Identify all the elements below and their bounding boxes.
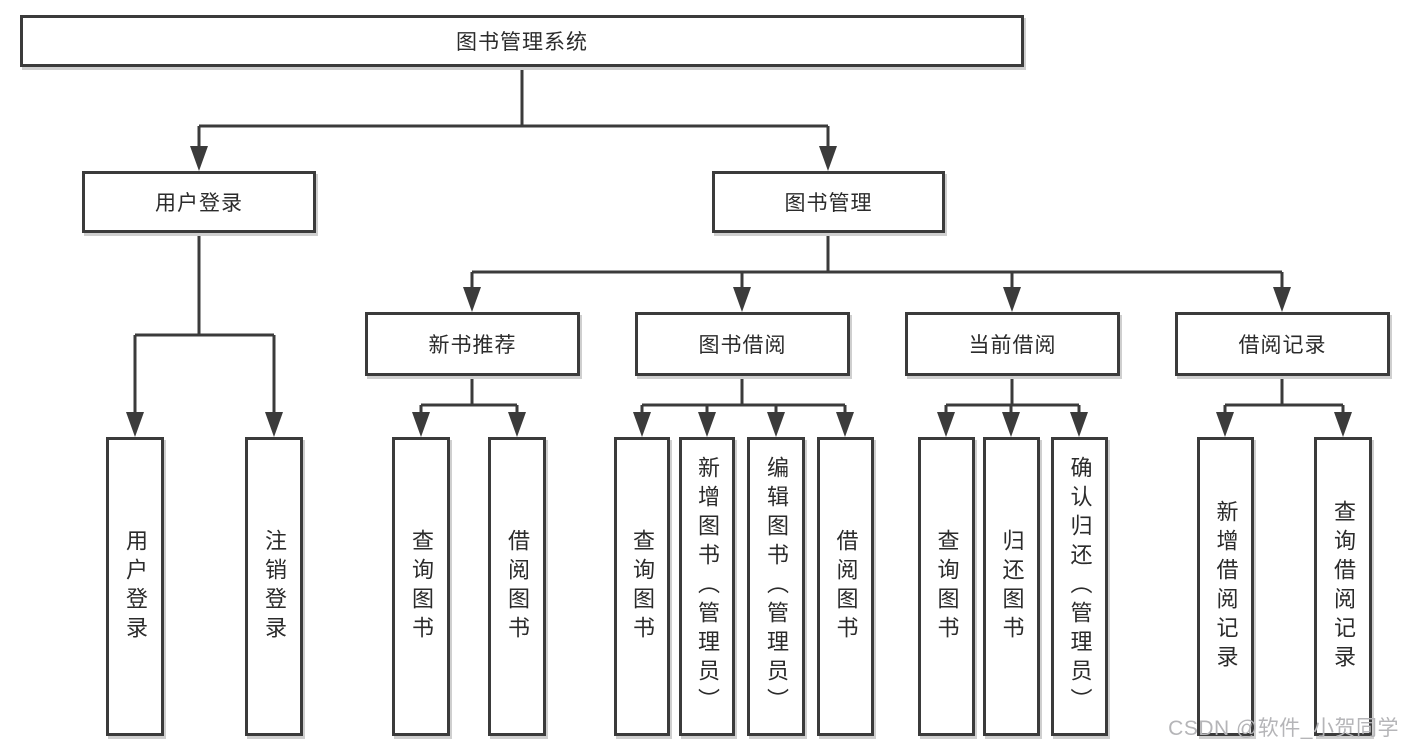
arrowhead-icon bbox=[1216, 412, 1234, 437]
edge-bookmgmt-to-level3 bbox=[470, 233, 1284, 290]
arrowhead-icon bbox=[126, 412, 144, 437]
leaf-query-books: 查询图书 bbox=[614, 437, 670, 736]
edge-borrowrecords-to-leaves bbox=[1223, 376, 1345, 415]
node-new-book-recommend: 新书推荐 bbox=[365, 312, 580, 376]
arrowhead-icon bbox=[412, 412, 430, 437]
leaf-logout: 注销登录 bbox=[245, 437, 303, 736]
node-current-borrowing: 当前借阅 bbox=[905, 312, 1120, 376]
node-root-system: 图书管理系统 bbox=[20, 15, 1024, 67]
node-book-management: 图书管理 bbox=[712, 171, 945, 233]
arrowhead-icon bbox=[733, 287, 751, 312]
node-borrowing-records: 借阅记录 bbox=[1175, 312, 1390, 376]
arrowhead-icon bbox=[463, 287, 481, 312]
leaf-add-books-admin: 新增图书（管理员） bbox=[679, 437, 735, 736]
arrowhead-icon bbox=[633, 412, 651, 437]
csdn-watermark: CSDN @软件_小贺同学 bbox=[1168, 717, 1399, 740]
arrowhead-icon bbox=[767, 412, 785, 437]
arrowhead-icon bbox=[508, 412, 526, 437]
edge-bookborrow-to-leaves bbox=[640, 376, 847, 415]
edge-root-to-level2 bbox=[197, 67, 830, 149]
leaf-query-books: 查询图书 bbox=[392, 437, 450, 736]
leaf-borrow-books: 借阅图书 bbox=[488, 437, 546, 736]
leaf-confirm-return-admin: 确认归还（管理员） bbox=[1051, 437, 1108, 736]
arrowhead-icon bbox=[190, 146, 208, 171]
edge-newbooks-to-leaves bbox=[419, 376, 519, 415]
edge-currentborrow-to-leaves bbox=[944, 376, 1081, 415]
arrowhead-icon bbox=[698, 412, 716, 437]
arrowhead-icon bbox=[1003, 287, 1021, 312]
arrowhead-icon bbox=[265, 412, 283, 437]
arrowhead-icon bbox=[1334, 412, 1352, 437]
arrowhead-icon bbox=[1002, 412, 1020, 437]
arrowhead-icon bbox=[1070, 412, 1088, 437]
node-user-login: 用户登录 bbox=[82, 171, 316, 233]
leaf-user-login: 用户登录 bbox=[106, 437, 164, 736]
arrowhead-icon bbox=[1273, 287, 1291, 312]
leaf-query-borrow-record: 查询借阅记录 bbox=[1314, 437, 1372, 736]
leaf-edit-books-admin: 编辑图书（管理员） bbox=[747, 437, 805, 736]
arrowhead-icon bbox=[937, 412, 955, 437]
node-book-borrowing: 图书借阅 bbox=[635, 312, 850, 376]
arrowhead-icon bbox=[819, 146, 837, 171]
leaf-add-borrow-record: 新增借阅记录 bbox=[1197, 437, 1254, 736]
edge-userlogin-to-leaves bbox=[133, 233, 276, 415]
leaf-borrow-books: 借阅图书 bbox=[817, 437, 874, 736]
arrowhead-icon bbox=[836, 412, 854, 437]
leaf-return-books: 归还图书 bbox=[983, 437, 1040, 736]
leaf-query-books: 查询图书 bbox=[918, 437, 975, 736]
